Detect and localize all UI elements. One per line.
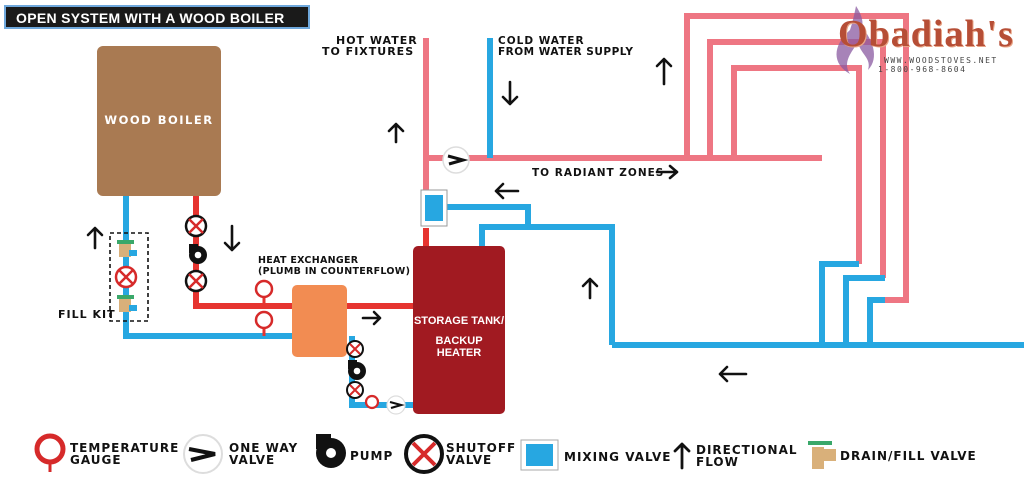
legend-pump-icon — [316, 434, 346, 468]
fill-kit-label: FILL KIT — [58, 308, 116, 321]
arrow-left-mixing — [494, 182, 520, 200]
arrow-up-radiant — [655, 57, 673, 86]
pump-supply — [189, 244, 207, 264]
fill-kit — [109, 232, 149, 322]
temperature-gauge-hx-bottom — [254, 310, 274, 336]
legend-shutoff-valve-label: VALVE — [446, 453, 493, 467]
legend-mixing-valve-label: MIXING VALVE — [564, 450, 672, 464]
hot-water-label: HOT WATER — [336, 34, 418, 47]
radiant-return-pipes — [447, 204, 1024, 348]
storage-tank-label: STORAGE TANK/ — [413, 315, 505, 327]
storage-tank — [413, 246, 505, 414]
logo-name: Obadiah's — [838, 13, 1014, 55]
legend-shutoff-valve-icon — [404, 434, 444, 474]
directional-arrows — [86, 57, 748, 383]
legend-shutoff-label: SHUTOFF — [446, 441, 517, 455]
shutoff-valve-supply-top — [184, 214, 208, 238]
temperature-gauge-return — [364, 394, 380, 410]
arrow-up-fill — [86, 226, 104, 250]
legend-pump-label: PUMP — [350, 449, 394, 463]
to-fixtures-label: TO FIXTURES — [322, 45, 415, 58]
shutoff-valve-supply-bottom — [184, 269, 208, 293]
title-banner: OPEN SYSTEM WITH A WOOD BOILER — [4, 5, 310, 29]
temperature-gauge-hx-top — [254, 279, 274, 306]
cold-water-label: COLD WATER — [498, 35, 585, 47]
boiler-return-pipe — [123, 186, 294, 339]
legend-directional-label: DIRECTIONAL — [696, 443, 798, 457]
heat-exchanger-label: HEAT EXCHANGER — [258, 255, 359, 266]
one-way-valve-return — [386, 395, 406, 415]
mixing-valve — [420, 189, 448, 227]
arrow-right-radiant — [655, 164, 679, 180]
legend-one-way-label: ONE WAY — [229, 441, 299, 455]
logo-phone: 1-800-968-8604 — [878, 65, 967, 74]
legend-flow-label: FLOW — [696, 455, 739, 469]
from-water-supply-label: FROM WATER SUPPLY — [498, 46, 634, 58]
arrow-down-cold-water — [501, 80, 519, 106]
legend-drain-fill-valve-icon — [808, 441, 836, 469]
arrow-up-hot-water — [387, 122, 405, 144]
radiant-zones-label: TO RADIANT ZONES — [532, 167, 665, 179]
arrow-up-return — [581, 277, 599, 300]
heat-exchanger-sublabel: (PLUMB IN COUNTERFLOW) — [258, 266, 411, 277]
arrow-down-supply — [223, 224, 241, 252]
legend-temperature-label: TEMPERATURE — [70, 441, 180, 455]
pump-hx — [348, 360, 366, 380]
wood-boiler — [97, 46, 221, 196]
shutoff-valve-hx-top — [346, 340, 364, 358]
arrow-left-return — [718, 365, 748, 383]
one-way-valve-hot — [442, 146, 470, 174]
backup-heater-label: BACKUP HEATER — [435, 335, 483, 359]
heat-exchanger — [292, 285, 347, 357]
legend-gauge-label: GAUGE — [70, 453, 122, 467]
legend-one-way-valve-icon — [183, 434, 223, 474]
legend-drain-fill-label: DRAIN/FILL VALVE — [840, 449, 977, 463]
legend-temperature-gauge-icon — [34, 433, 66, 472]
arrow-right-hx — [361, 310, 382, 326]
legend-mixing-valve-icon — [520, 439, 559, 471]
logo-website: WWW.WOODSTOVES.NET — [884, 56, 998, 65]
wood-boiler-label: WOOD BOILER — [104, 113, 214, 127]
shutoff-valve-hx-bottom — [346, 381, 364, 399]
legend-valve-label: VALVE — [229, 453, 276, 467]
page-title: OPEN SYSTEM WITH A WOOD BOILER — [16, 10, 285, 26]
legend-directional-flow-icon — [673, 442, 691, 470]
logo-flame-icon — [836, 6, 875, 74]
